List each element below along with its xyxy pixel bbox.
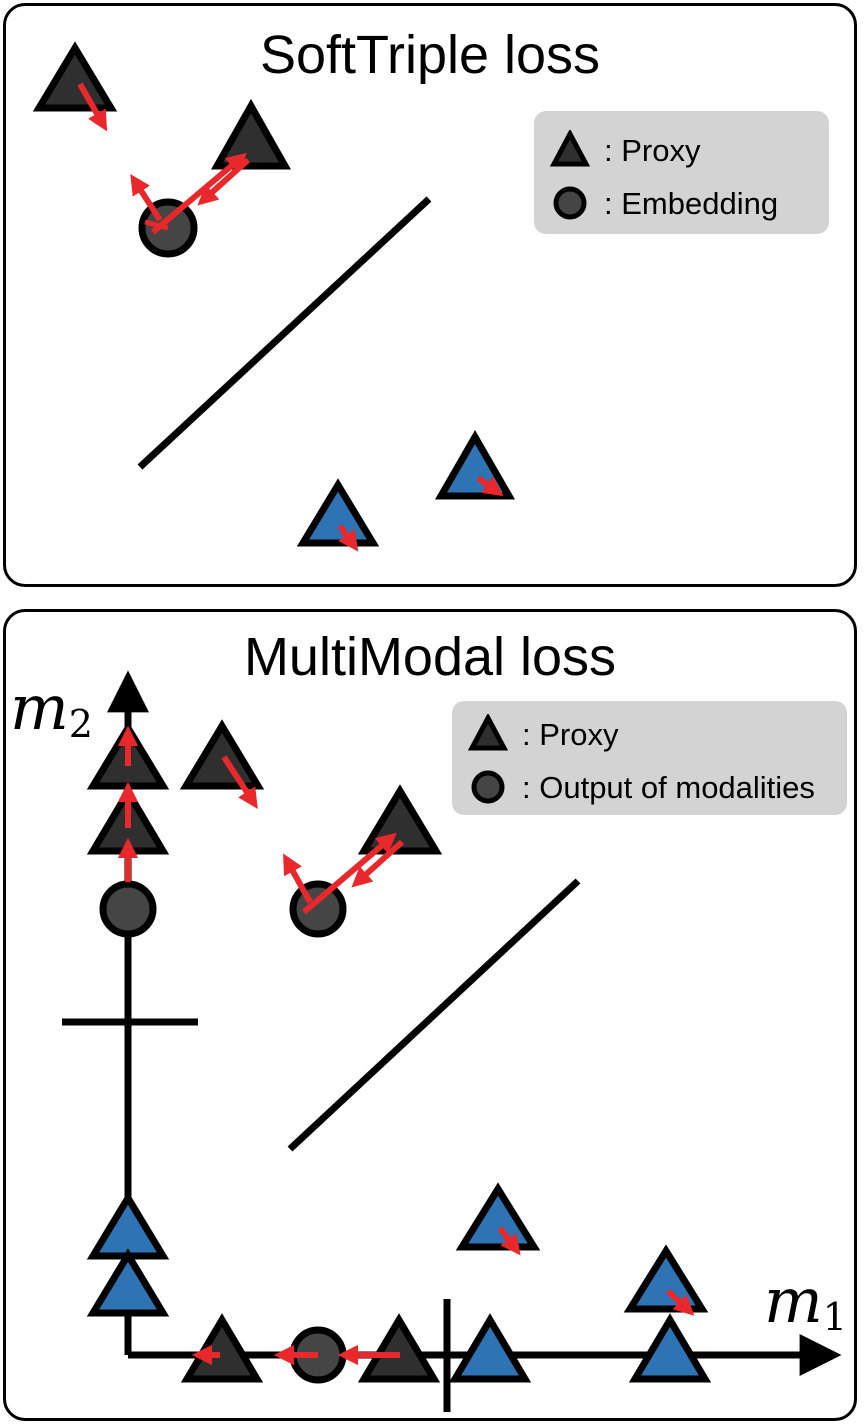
blue-proxy-triangle: [448, 1313, 532, 1383]
blue-proxy-triangle: [296, 478, 380, 547]
blue-proxy-triangle: [455, 1182, 541, 1251]
arrow-icon: [197, 157, 251, 206]
output-circle: [99, 880, 157, 938]
blue-proxy-triangle: [86, 1248, 170, 1317]
arrow-icon: [476, 475, 504, 497]
blue-proxy-triangle: [623, 1244, 709, 1313]
decision-boundary: [137, 196, 432, 470]
triangle-icon: [468, 714, 508, 751]
blue-proxy-triangle: [86, 1191, 170, 1260]
legend-embedding-row: : Embedding: [534, 176, 829, 226]
dark-proxy-triangle: [210, 98, 292, 170]
arrow-icon: [351, 839, 405, 888]
arrow-icon: [151, 152, 247, 235]
dark-proxy-triangle: [180, 1313, 264, 1383]
y-axis-label: m2: [10, 671, 93, 746]
arrow-icon: [497, 1226, 521, 1256]
legend-embedding-label: : Embedding: [604, 186, 779, 221]
decision-boundary: [287, 878, 581, 1152]
softtriple-panel: SoftTriple loss : Proxy : Embedding: [3, 3, 857, 587]
blue-proxy-triangle: [434, 429, 516, 500]
triangle-icon: [550, 130, 590, 167]
arrow-icon: [130, 174, 163, 222]
arrow-icon: [221, 755, 258, 809]
dark-proxy-triangle: [357, 1313, 441, 1383]
legend-proxy-label: : Proxy: [604, 133, 701, 168]
arrow-icon: [283, 853, 313, 904]
legend-proxy-label: : Proxy: [522, 717, 619, 752]
softtriple-title: SoftTriple loss: [259, 25, 601, 85]
legend-output-label: : Output of modalities: [522, 770, 815, 805]
output-circle: [289, 880, 347, 938]
circle-icon: [471, 770, 505, 804]
blue-proxy-triangle: [628, 1313, 712, 1383]
softtriple-legend: : Proxy : Embedding: [534, 111, 829, 234]
x-axis-label: m1: [764, 1264, 847, 1339]
dark-proxy-triangle: [32, 41, 118, 112]
arrow-icon: [302, 832, 397, 915]
circle-icon: [553, 186, 587, 220]
legend-proxy-row: : Proxy: [534, 123, 829, 173]
arrow-icon: [665, 1288, 695, 1316]
multimodal-legend: : Proxy : Output of modalities: [452, 701, 847, 815]
dark-proxy-triangle: [179, 719, 265, 790]
arrow-icon: [337, 524, 359, 552]
arrow-stem: [144, 219, 169, 231]
legend-proxy-row: : Proxy: [452, 707, 847, 757]
multimodal-title: MultiModal loss: [243, 627, 617, 687]
legend-output-row: : Output of modalities: [452, 760, 847, 810]
arrow-icon: [77, 82, 108, 132]
